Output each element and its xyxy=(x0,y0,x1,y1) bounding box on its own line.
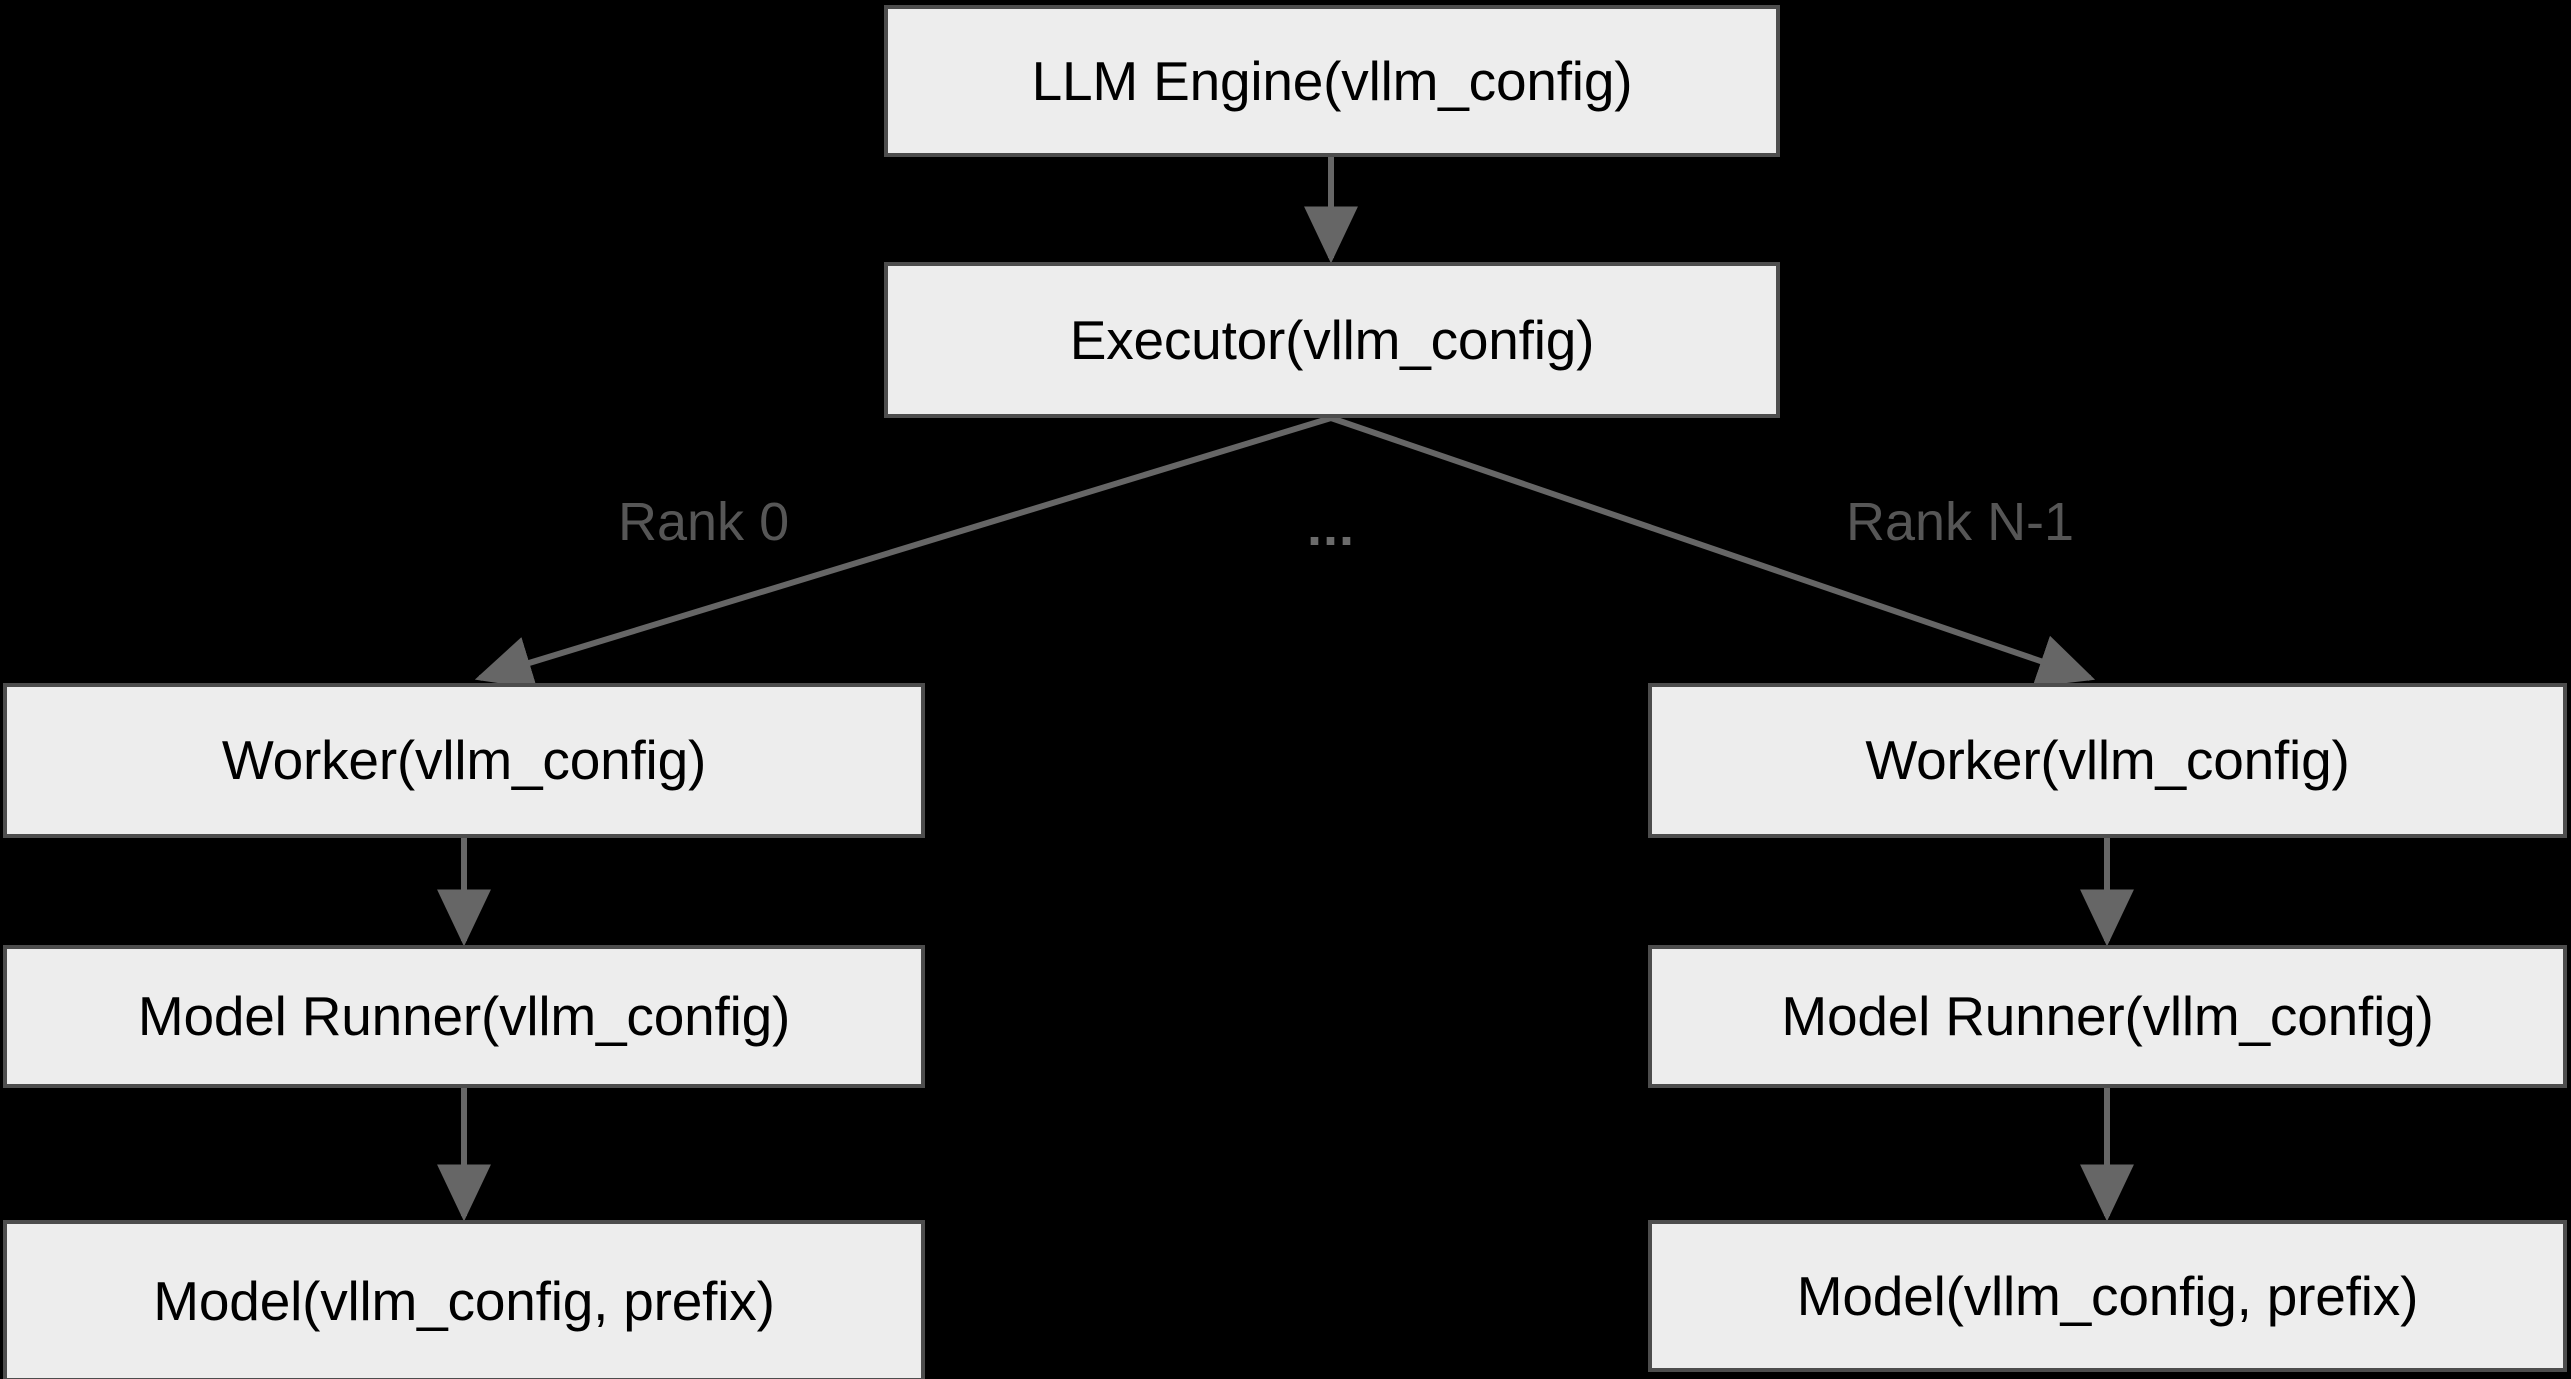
node-model-rank-n-label: Model(vllm_config, prefix) xyxy=(1796,1264,2419,1327)
node-llm-engine[interactable]: LLM Engine(vllm_config) xyxy=(884,5,1780,157)
node-model-runner-rank-n-label: Model Runner(vllm_config) xyxy=(1781,985,2434,1047)
node-worker-rank-0-label: Worker(vllm_config) xyxy=(221,729,707,791)
node-model-rank-0[interactable]: Model(vllm_config, prefix) xyxy=(3,1220,925,1379)
node-model-rank-n[interactable]: Model(vllm_config, prefix) xyxy=(1648,1220,2567,1372)
node-model-runner-rank-0[interactable]: Model Runner(vllm_config) xyxy=(3,945,925,1088)
edge-executor-to-worker-rank0 xyxy=(474,415,1332,689)
node-executor[interactable]: Executor(vllm_config) xyxy=(884,262,1780,418)
node-llm-engine-label: LLM Engine(vllm_config) xyxy=(1031,49,1633,112)
node-worker-rank-n-label: Worker(vllm_config) xyxy=(1865,729,2350,791)
node-model-runner-rank-0-label: Model Runner(vllm_config) xyxy=(137,985,791,1047)
edge-label-ellipsis: ... xyxy=(1307,497,1356,557)
node-model-runner-rank-n[interactable]: Model Runner(vllm_config) xyxy=(1648,945,2567,1088)
node-worker-rank-0[interactable]: Worker(vllm_config) xyxy=(3,683,925,838)
node-worker-rank-n[interactable]: Worker(vllm_config) xyxy=(1648,683,2567,838)
edge-label-rank-0: Rank 0 xyxy=(618,492,790,552)
node-executor-label: Executor(vllm_config) xyxy=(1069,308,1595,371)
node-model-rank-0-label: Model(vllm_config, prefix) xyxy=(153,1269,775,1332)
edge-label-rank-n: Rank N-1 xyxy=(1846,492,2075,552)
